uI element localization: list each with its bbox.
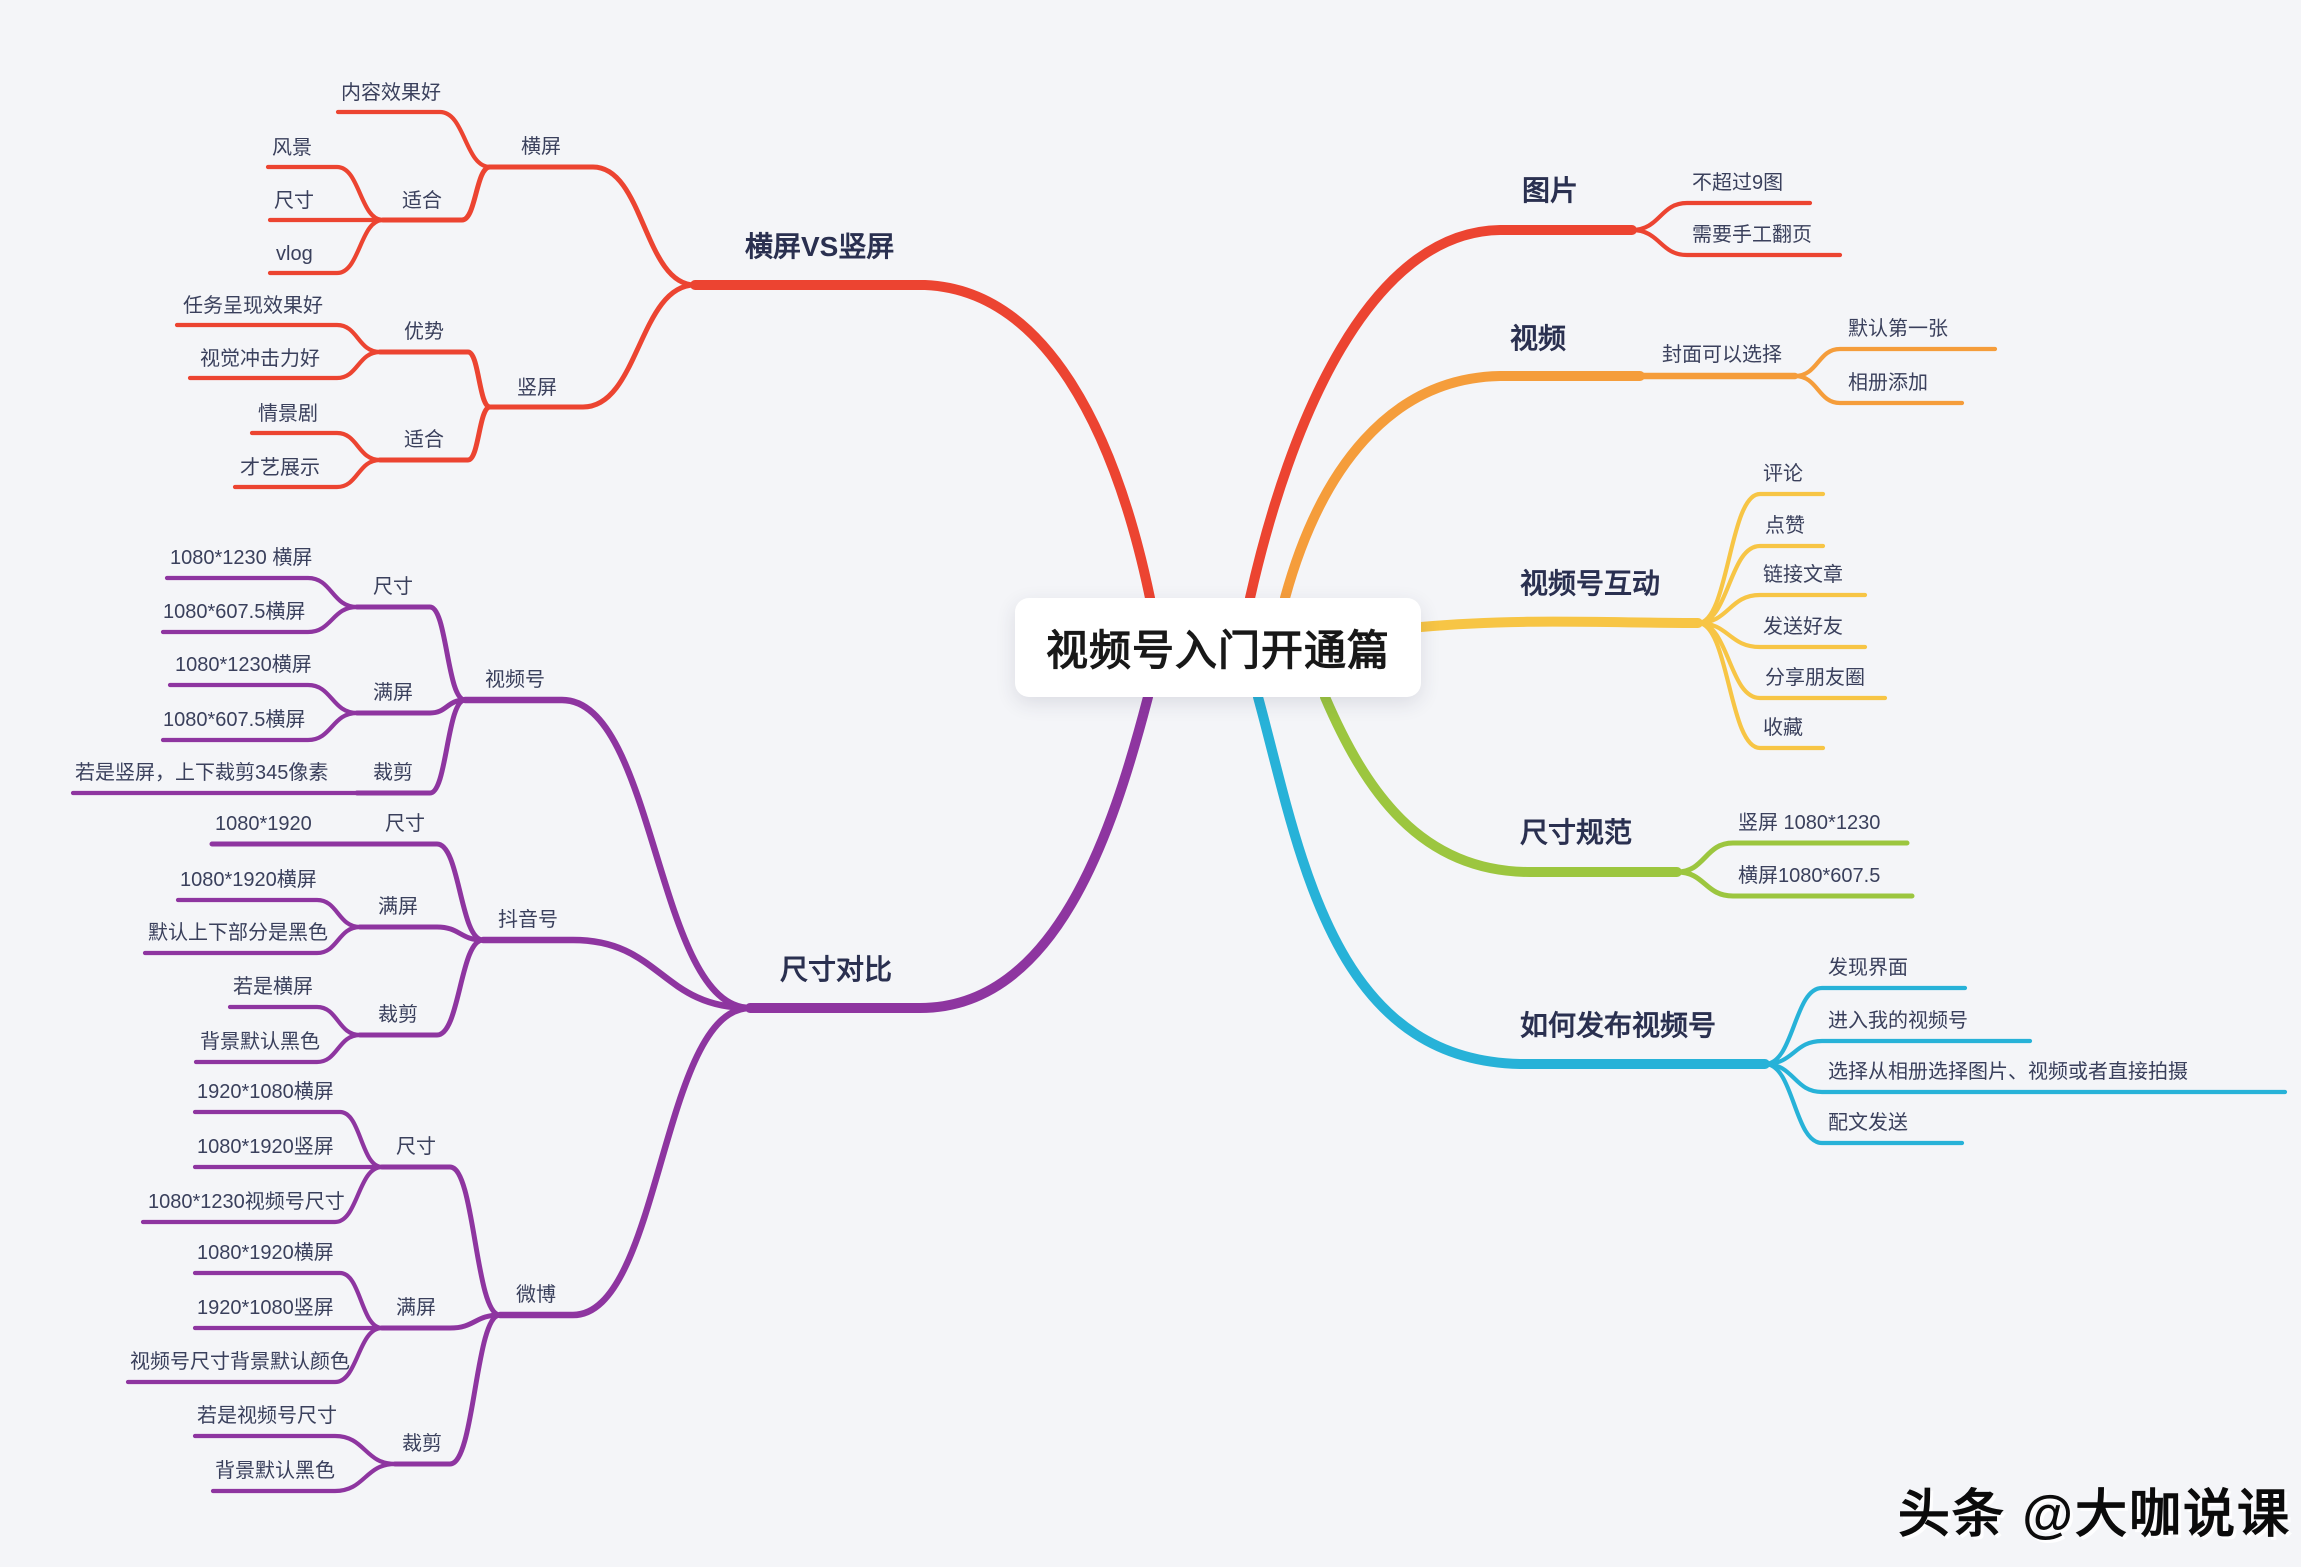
topic-fb-peiwen[interactable]: 配文发送 bbox=[1828, 1112, 1908, 1134]
topic-fb-faxian[interactable]: 发现界面 bbox=[1828, 957, 1908, 979]
topic-douyinhao[interactable]: 抖音号 bbox=[498, 909, 558, 931]
topic-chicun-shihe[interactable]: 尺寸 bbox=[274, 190, 314, 212]
topic-sph-manping-1[interactable]: 1080*1230横屏 bbox=[175, 654, 312, 676]
topic-dy-chicun[interactable]: 尺寸 bbox=[385, 813, 425, 835]
topic-qingjingju[interactable]: 情景剧 bbox=[258, 403, 318, 425]
topic-hd-lianjie[interactable]: 链接文章 bbox=[1763, 564, 1843, 586]
topic-dy-manping-1[interactable]: 1080*1920横屏 bbox=[180, 869, 317, 891]
topic-neirong-xiaoguo[interactable]: 内容效果好 bbox=[341, 82, 441, 104]
topic-tp-fanye[interactable]: 需要手工翻页 bbox=[1692, 224, 1812, 246]
topic-shipin[interactable]: 视频 bbox=[1510, 323, 1567, 354]
topic-hd-fasong[interactable]: 发送好友 bbox=[1763, 616, 1843, 638]
topic-dy-caijian-1[interactable]: 若是横屏 bbox=[233, 976, 313, 998]
topic-vlog[interactable]: vlog bbox=[276, 243, 313, 265]
branch-lines-shipin bbox=[1280, 346, 1998, 603]
topic-hd-dianzan[interactable]: 点赞 bbox=[1765, 515, 1805, 537]
topic-sph-manping-2[interactable]: 1080*607.5横屏 bbox=[163, 709, 306, 731]
topic-tupian[interactable]: 图片 bbox=[1522, 175, 1579, 206]
root-topic[interactable]: 视频号入门开通篇 bbox=[1015, 598, 1421, 697]
topic-dy-caijian[interactable]: 裁剪 bbox=[378, 1004, 418, 1026]
topic-wb-caijian-2[interactable]: 背景默认黑色 bbox=[215, 1460, 335, 1482]
topic-gf-shuping[interactable]: 竖屏 1080*1230 bbox=[1738, 812, 1881, 834]
topic-sph-caijian[interactable]: 裁剪 bbox=[373, 762, 413, 784]
topic-hengping-vs-shuping[interactable]: 横屏VS竖屏 bbox=[745, 231, 895, 262]
topic-wb-chicun-2[interactable]: 1080*1920竖屏 bbox=[197, 1136, 334, 1158]
topic-wb-manping-3[interactable]: 视频号尺寸背景默认颜色 bbox=[130, 1351, 350, 1373]
topic-sp-fengmian[interactable]: 封面可以选择 bbox=[1662, 344, 1782, 366]
topic-wb-manping-1[interactable]: 1080*1920横屏 bbox=[197, 1242, 334, 1264]
topic-dy-manping-2[interactable]: 默认上下部分是黑色 bbox=[148, 922, 328, 944]
watermark-text: 头条 @大咖说课 bbox=[1897, 1486, 2291, 1544]
topic-wb-manping[interactable]: 满屏 bbox=[396, 1297, 436, 1319]
topic-sph-caijian-1[interactable]: 若是竖屏，上下裁剪345像素 bbox=[75, 762, 329, 784]
topic-fb-jinru[interactable]: 进入我的视频号 bbox=[1828, 1010, 1968, 1032]
topic-shijue-chongji[interactable]: 视觉冲击力好 bbox=[200, 348, 320, 370]
topic-hengping[interactable]: 横屏 bbox=[521, 136, 561, 158]
topic-youshi[interactable]: 优势 bbox=[404, 321, 444, 343]
topic-weibo[interactable]: 微博 bbox=[516, 1284, 556, 1306]
topic-shihe-shuping[interactable]: 适合 bbox=[404, 429, 444, 451]
topic-wb-chicun[interactable]: 尺寸 bbox=[396, 1136, 436, 1158]
topic-renwu-chengxian[interactable]: 任务呈现效果好 bbox=[183, 295, 323, 317]
topic-caiyi-zhanshi[interactable]: 才艺展示 bbox=[240, 457, 320, 479]
topic-hd-fenxiang[interactable]: 分享朋友圈 bbox=[1765, 667, 1865, 689]
topic-wb-caijian-1[interactable]: 若是视频号尺寸 bbox=[197, 1405, 337, 1427]
topic-sph-chicun-2[interactable]: 1080*607.5横屏 bbox=[163, 601, 306, 623]
topic-hd-pinglun[interactable]: 评论 bbox=[1763, 463, 1803, 485]
topic-wb-caijian[interactable]: 裁剪 bbox=[402, 1433, 442, 1455]
topic-wb-chicun-3[interactable]: 1080*1230视频号尺寸 bbox=[148, 1191, 345, 1213]
branch-lines-chicun-duibi bbox=[70, 575, 1153, 1494]
topic-wb-manping-2[interactable]: 1920*1080竖屏 bbox=[197, 1297, 334, 1319]
branch-lines-hudong bbox=[1416, 491, 1888, 751]
root-topic-label: 视频号入门开通篇 bbox=[1045, 627, 1390, 674]
topic-dy-chicun-1[interactable]: 1080*1920 bbox=[215, 813, 312, 835]
branch-lines-tupian bbox=[1245, 200, 1843, 603]
topic-dy-manping[interactable]: 满屏 bbox=[378, 896, 418, 918]
branch-lines-fabu bbox=[1253, 692, 2288, 1146]
topic-fb-xuanze[interactable]: 选择从相册选择图片、视频或者直接拍摄 bbox=[1828, 1061, 2188, 1083]
topic-shuping[interactable]: 竖屏 bbox=[517, 377, 557, 399]
topic-sp-moren[interactable]: 默认第一张 bbox=[1848, 318, 1948, 340]
topic-sph-manping[interactable]: 满屏 bbox=[373, 682, 413, 704]
topic-hudong[interactable]: 视频号互动 bbox=[1520, 568, 1661, 599]
topic-tp-9tu[interactable]: 不超过9图 bbox=[1692, 172, 1784, 194]
topic-shihe-hengping[interactable]: 适合 bbox=[402, 190, 442, 212]
topic-fengjing[interactable]: 风景 bbox=[272, 137, 312, 159]
topic-sp-xiangce[interactable]: 相册添加 bbox=[1848, 372, 1928, 394]
topic-guifan[interactable]: 尺寸规范 bbox=[1520, 817, 1633, 848]
topic-fabu[interactable]: 如何发布视频号 bbox=[1520, 1010, 1717, 1041]
topic-shipinhao[interactable]: 视频号 bbox=[485, 669, 545, 691]
topic-gf-hengping[interactable]: 横屏1080*607.5 bbox=[1738, 865, 1881, 887]
topic-sph-chicun-1[interactable]: 1080*1230 横屏 bbox=[170, 547, 313, 569]
topic-wb-chicun-1[interactable]: 1920*1080横屏 bbox=[197, 1081, 334, 1103]
topic-chicun-duibi[interactable]: 尺寸对比 bbox=[780, 954, 893, 985]
topic-hd-shoucang[interactable]: 收藏 bbox=[1763, 717, 1803, 739]
topic-sph-chicun[interactable]: 尺寸 bbox=[373, 576, 413, 598]
topic-dy-caijian-2[interactable]: 背景默认黑色 bbox=[200, 1031, 320, 1053]
branch-lines-hengping-vs-shuping bbox=[174, 109, 1155, 603]
branch-lines-guifan bbox=[1320, 692, 1915, 899]
